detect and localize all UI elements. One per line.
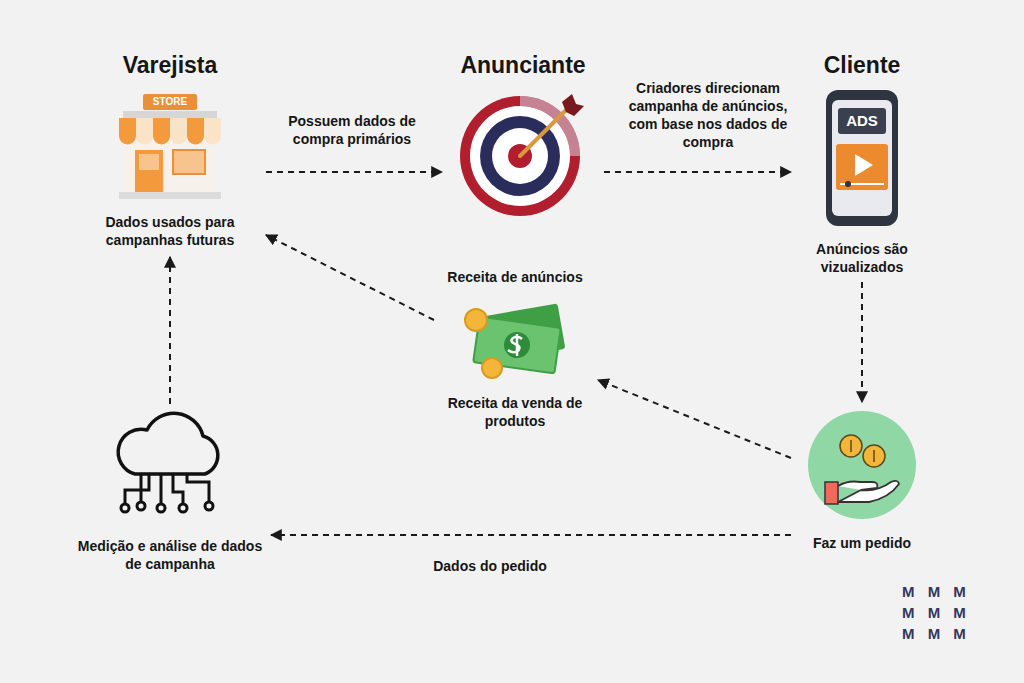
node-heading: Cliente <box>797 52 927 78</box>
ads-badge-text: ADS <box>846 113 878 129</box>
icon-holder: STORE <box>115 94 225 199</box>
flow-arrow <box>861 282 863 402</box>
flow-arrow <box>169 257 171 404</box>
logo-mark: M M M <box>902 604 966 622</box>
store-icon <box>115 94 225 199</box>
icon-holder <box>458 88 588 218</box>
step-node: Cliente ADS Anúncios são vizualizados <box>797 52 927 276</box>
node-caption: Dados usados para campanhas futuras <box>80 213 260 249</box>
flow-arrow <box>598 380 791 458</box>
money-icon <box>460 300 570 380</box>
edge-label: Possuem dados de compra primários <box>268 111 437 149</box>
phone-icon <box>822 88 902 228</box>
icon-holder <box>807 410 917 520</box>
node-heading: Anunciante <box>448 52 598 78</box>
edge-label: Criadores direcionam campanha de anúncio… <box>620 78 796 152</box>
logo-mark: M M M <box>902 625 966 643</box>
step-node: Medição e análise de dados de campanha <box>75 410 265 573</box>
edge-label: Dados do pedido <box>408 556 572 576</box>
step-node: Varejista STORE Dados usados para campanh… <box>80 52 260 249</box>
node-caption: Medição e análise de dados de campanha <box>75 537 265 573</box>
logo-mark: M M M <box>902 583 966 601</box>
payment-icon <box>807 410 917 520</box>
step-node: Anunciante <box>448 52 598 218</box>
store-sign-text: STORE <box>153 96 187 108</box>
target-icon <box>458 88 588 218</box>
step-node: Receita de anúncios Receita da venda de … <box>440 268 590 430</box>
icon-holder: ADS <box>822 88 902 228</box>
node-caption: Anúncios são vizualizados <box>797 240 927 276</box>
node-heading: Varejista <box>80 52 260 78</box>
node-caption: Receita de anúncios <box>440 268 590 286</box>
step-node: Faz um pedido <box>797 410 927 552</box>
icon-holder <box>460 300 570 380</box>
node-caption: Faz um pedido <box>797 534 927 552</box>
flow-arrow <box>271 534 791 536</box>
icon-holder <box>105 410 235 525</box>
flow-arrow <box>604 171 791 173</box>
cloud-icon <box>105 410 235 525</box>
flow-arrow <box>266 171 442 173</box>
node-caption: Receita da venda de produtos <box>440 394 590 430</box>
flow-arrow <box>266 235 434 320</box>
